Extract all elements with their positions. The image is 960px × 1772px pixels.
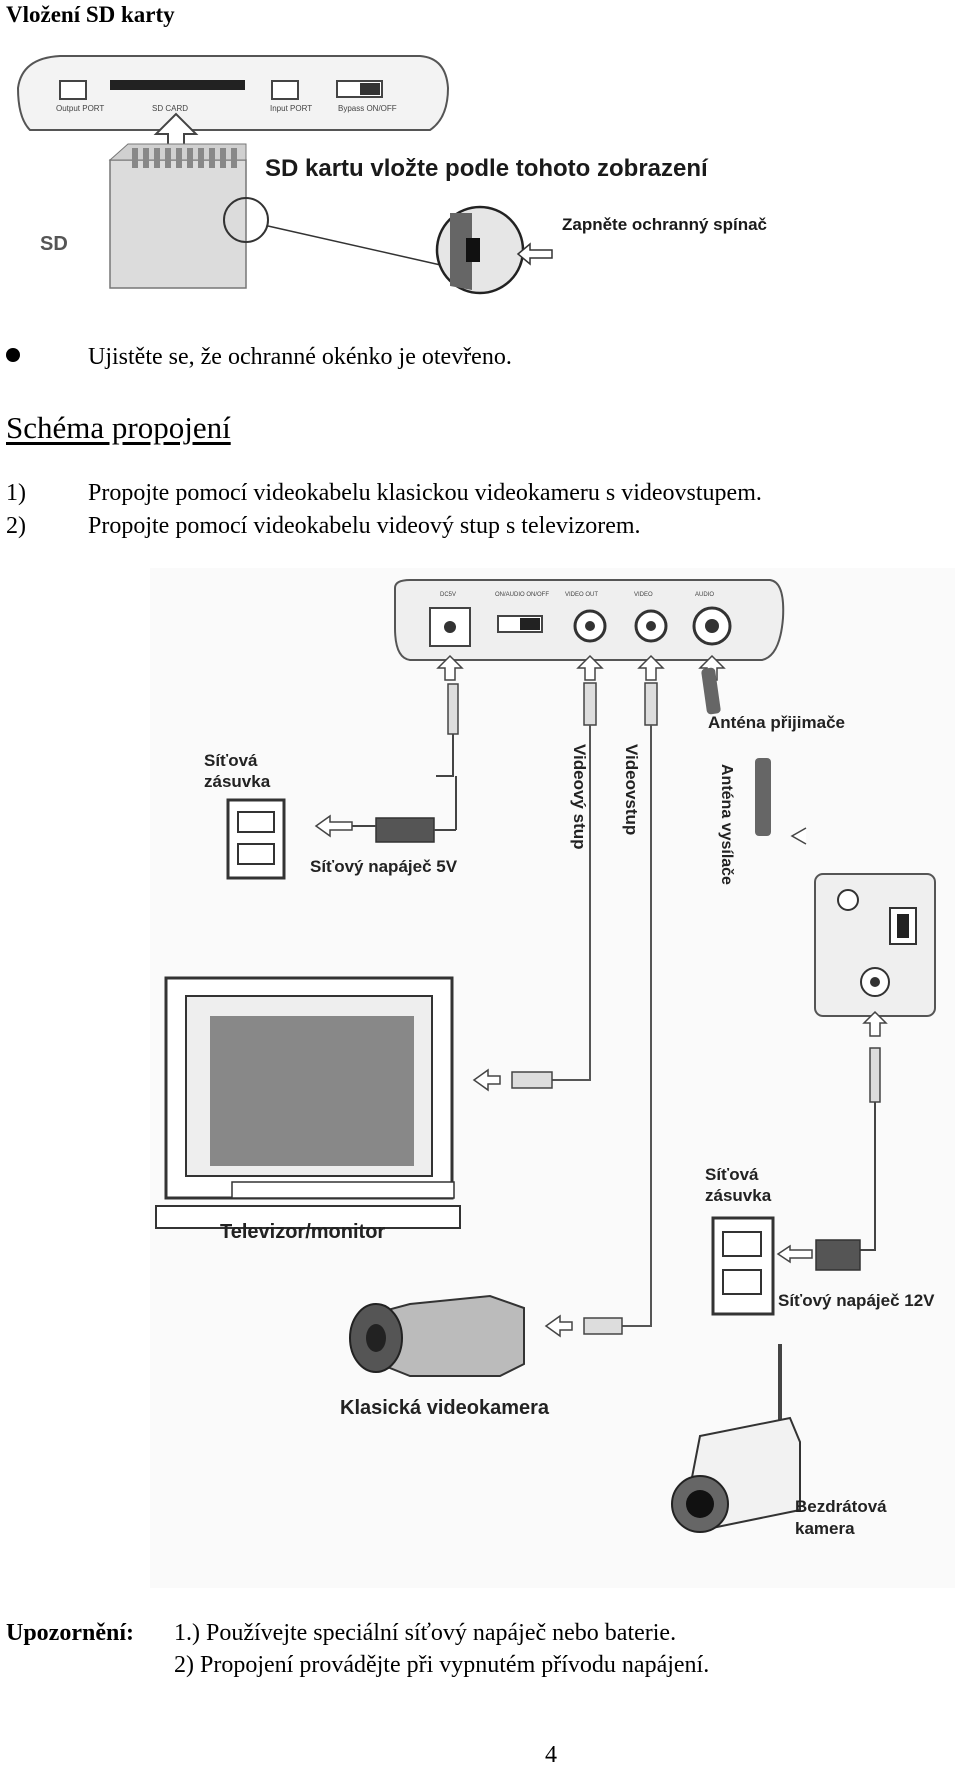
- step-number: 2): [6, 513, 26, 539]
- transmitter-antenna: [755, 758, 771, 836]
- bullet-item: Ujistěte se, že ochranné okénko je otevř…: [6, 344, 946, 374]
- tv-screen: [210, 1016, 414, 1166]
- step-number: 1): [6, 480, 26, 506]
- step-text: Propojte pomocí videokabelu videový stup…: [88, 513, 641, 539]
- port-bypass-label: Bypass ON/OFF: [338, 104, 397, 113]
- note-line: 1.) Používejte speciální síťový napáječ …: [174, 1620, 677, 1646]
- receiver-antenna: [701, 667, 721, 715]
- video-out-label: Videový stup: [570, 744, 589, 850]
- svg-text:VIDEO OUT: VIDEO OUT: [565, 592, 598, 598]
- connection-diagram: DC5V ON/AUDIO ON/OFF VIDEO OUT VIDEO AUD…: [150, 568, 955, 1588]
- sd-card: [109, 159, 247, 289]
- antenna-transmitter-label: Anténa vysílače: [718, 764, 735, 885]
- lock-switch-highlight: [223, 197, 269, 243]
- step-item: 1) Propojte pomocí videokabelu klasickou…: [6, 480, 946, 510]
- lock-callout-label: Zapněte ochranný spínač: [562, 215, 767, 234]
- step-item: 2) Propojte pomocí videokabelu videový s…: [6, 513, 946, 543]
- adapter-12v-label: Síťový napáječ 12V: [778, 1291, 935, 1310]
- classic-camera-label: Klasická videokamera: [340, 1397, 550, 1419]
- callout-arrow: [516, 242, 553, 266]
- outlet-1-label-line1: Síťová: [204, 751, 258, 770]
- outlet-2-label-line2: zásuvka: [705, 1186, 772, 1205]
- sd-card-figure: Output PORT SD CARD Input PORT Bypass ON…: [16, 55, 767, 295]
- wireless-camera-label-line2: kamera: [795, 1519, 855, 1538]
- antenna-receiver-label: Anténa přijimače: [708, 713, 845, 732]
- note-label: Upozornění:: [6, 1620, 134, 1646]
- output-port: [59, 80, 87, 100]
- svg-text:DC5V: DC5V: [440, 592, 456, 598]
- svg-text:VIDEO: VIDEO: [634, 592, 653, 598]
- sd-logo: SD: [40, 233, 68, 255]
- port-sdcard-label: SD CARD: [152, 104, 188, 113]
- schema-section-heading: Schéma propojení: [6, 410, 231, 445]
- adapter-5v-label: Síťový napáječ 5V: [310, 857, 458, 876]
- wireless-camera-label-line1: Bezdrátová: [795, 1497, 887, 1516]
- step-text: Propojte pomocí videokabelu klasickou vi…: [88, 480, 762, 506]
- outlet-1-label-line2: zásuvka: [204, 772, 271, 791]
- port-input-label: Input PORT: [270, 104, 312, 113]
- outlet-2-label-line1: Síťová: [705, 1165, 759, 1184]
- video-in-cable: [620, 725, 652, 1327]
- adapter-5v: [375, 817, 435, 843]
- svg-text:ON/AUDIO ON/OFF: ON/AUDIO ON/OFF: [495, 592, 549, 598]
- port-output-label: Output PORT: [56, 104, 104, 113]
- sd-card-contacts: [132, 148, 237, 168]
- bullet-text: Ujistěte se, že ochranné okénko je otevř…: [88, 344, 512, 370]
- note-line: 2) Propojení provádějte při vypnutém pří…: [174, 1652, 710, 1678]
- device-body: [16, 55, 450, 131]
- adapter-12v: [815, 1239, 861, 1271]
- input-port: [271, 80, 299, 100]
- sd-section-heading: Vložení SD karty: [6, 2, 175, 27]
- page-number: 4: [545, 1742, 557, 1768]
- video-out-cable: [548, 725, 591, 1081]
- sd-slot: [110, 80, 245, 90]
- sd-figure-title: SD kartu vložte podle tohoto zobrazení: [265, 155, 709, 182]
- svg-text:AUDIO: AUDIO: [695, 592, 714, 598]
- tv-label: Televizor/monitor: [220, 1221, 385, 1243]
- bullet-dot-icon: [6, 348, 20, 362]
- video-in-label: Videovstup: [622, 744, 641, 835]
